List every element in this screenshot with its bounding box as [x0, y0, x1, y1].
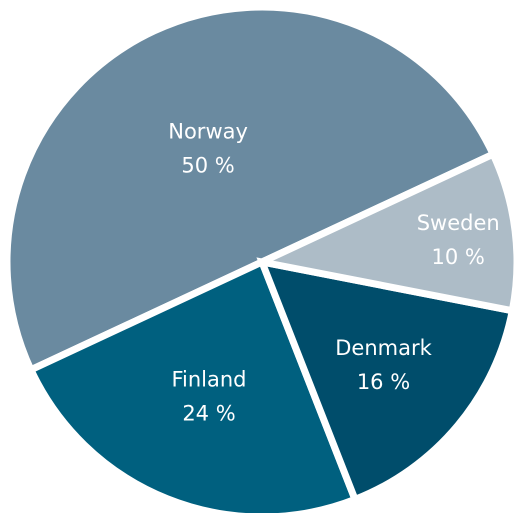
- pie-slice-norway: [3, 3, 498, 375]
- slice-value-denmark: 16 %: [357, 370, 410, 394]
- pie-slice-sweden: [250, 149, 514, 315]
- slice-value-sweden: 10 %: [432, 245, 485, 269]
- slice-label-sweden: Sweden: [417, 211, 500, 235]
- slice-label-denmark: Denmark: [335, 336, 432, 360]
- slice-label-norway: Norway: [168, 119, 248, 143]
- pie-slice-denmark: [256, 257, 514, 504]
- slice-value-finland: 24 %: [182, 402, 235, 426]
- pie-slice-finland: [26, 257, 360, 513]
- slice-value-norway: 50 %: [181, 153, 234, 177]
- slice-label-finland: Finland: [171, 368, 246, 392]
